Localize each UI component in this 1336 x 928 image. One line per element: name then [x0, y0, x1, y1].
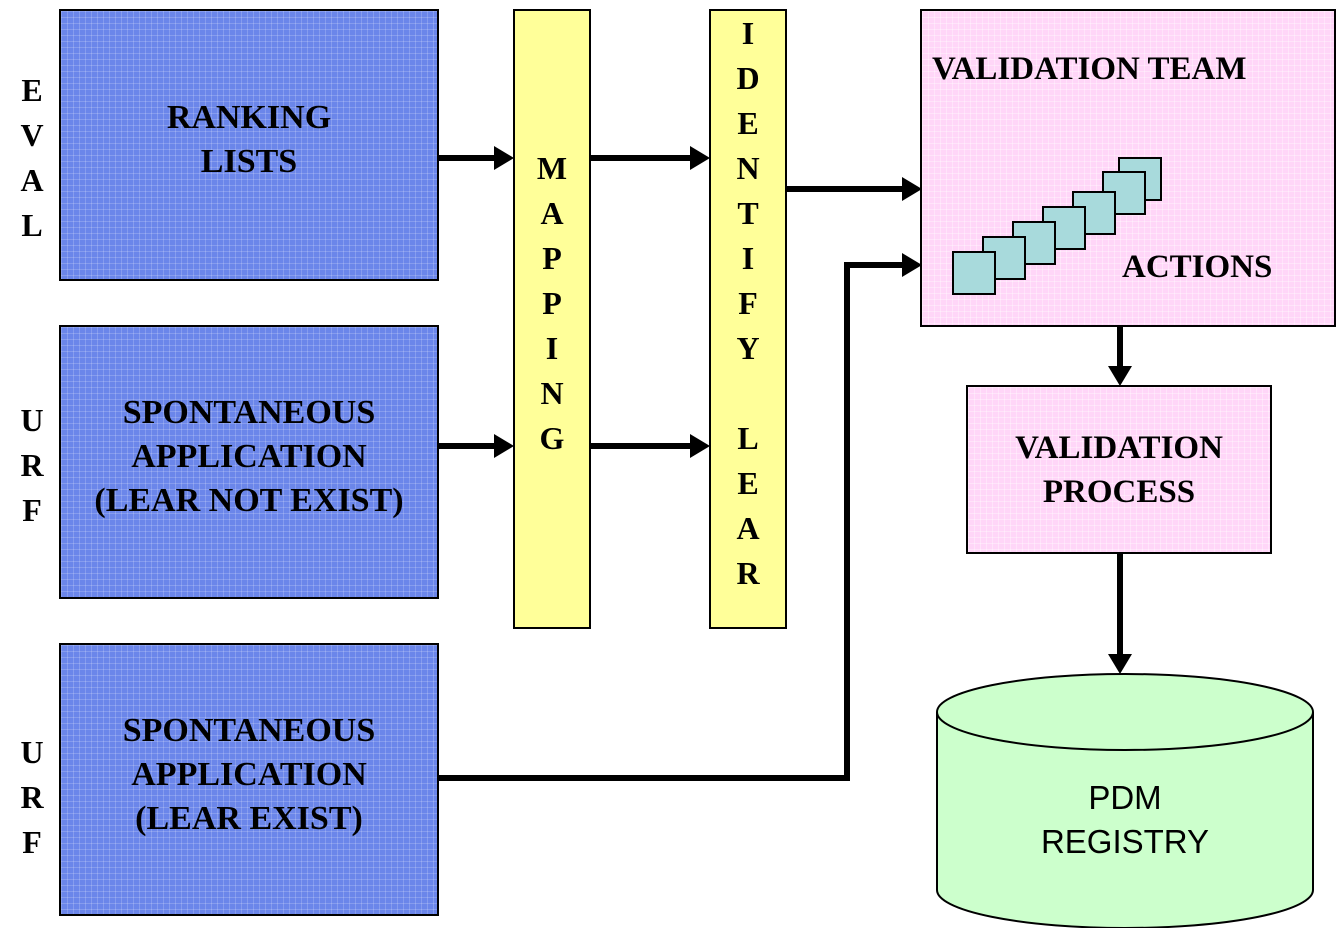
identify-lear-letter: L: [737, 420, 759, 456]
validation-team-box: VALIDATION TEAM ACTIONS: [920, 9, 1336, 327]
identify-lear-letter: I: [741, 15, 755, 51]
side-label-letter: F: [22, 492, 42, 528]
side-label-letter: U: [20, 402, 44, 438]
mapping-letter: P: [542, 240, 562, 276]
spontaneous-not-exist-box: SPONTANEOUS APPLICATION (LEAR NOT EXIST): [59, 325, 439, 599]
side-label-letter: F: [22, 824, 42, 860]
mapping-letter: A: [540, 195, 564, 231]
database-cylinder: [936, 673, 1314, 928]
mapping-letter: N: [540, 375, 564, 411]
pdm-registry-text: PDM REGISTRY: [1040, 779, 1210, 860]
validation-process-text: VALIDATION PROCESS: [1015, 429, 1223, 510]
validation-process-box: VALIDATION PROCESS: [966, 385, 1272, 554]
spontaneous-exist-box: SPONTANEOUS APPLICATION (LEAR EXIST): [59, 643, 439, 916]
action-square: [952, 251, 996, 295]
ranking-lists-box: RANKING LISTS: [59, 9, 439, 281]
mapping-letter: M: [536, 150, 568, 186]
arrow-lear-exist-to-team: [438, 262, 912, 781]
mapping-letter: G: [539, 420, 565, 456]
side-label-letter: R: [20, 447, 44, 483]
identify-lear-letter: T: [737, 195, 759, 231]
identify-lear-letter: A: [736, 510, 760, 546]
validation-team-title: VALIDATION TEAM: [932, 51, 1247, 87]
spontaneous-exist-text: SPONTANEOUS APPLICATION (LEAR EXIST): [122, 711, 376, 837]
side-label-letter: V: [20, 117, 44, 153]
side-label-letter: U: [20, 734, 44, 770]
side-label-letter: E: [21, 72, 43, 108]
ranking-lists-text: RANKING LISTS: [166, 99, 332, 180]
mapping-letter: P: [542, 285, 562, 321]
identify-lear-letter: N: [736, 150, 760, 186]
identify-lear-letter: D: [736, 60, 760, 96]
mapping-letter: I: [545, 330, 559, 366]
side-label-letter: L: [21, 207, 43, 243]
identify-lear-letter: E: [737, 105, 759, 141]
identify-lear-letter: R: [736, 555, 760, 591]
identify-lear-letter: F: [738, 285, 758, 321]
spontaneous-not-exist-text: SPONTANEOUS APPLICATION (LEAR NOT EXIST): [94, 394, 404, 519]
actions-label: ACTIONS: [1122, 249, 1273, 285]
identify-lear-letter: Y: [736, 330, 760, 366]
identify-lear-letter: I: [741, 240, 755, 276]
side-label-letter: A: [20, 162, 44, 198]
side-label-letter: R: [20, 779, 44, 815]
identify-lear-letter: E: [737, 465, 759, 501]
